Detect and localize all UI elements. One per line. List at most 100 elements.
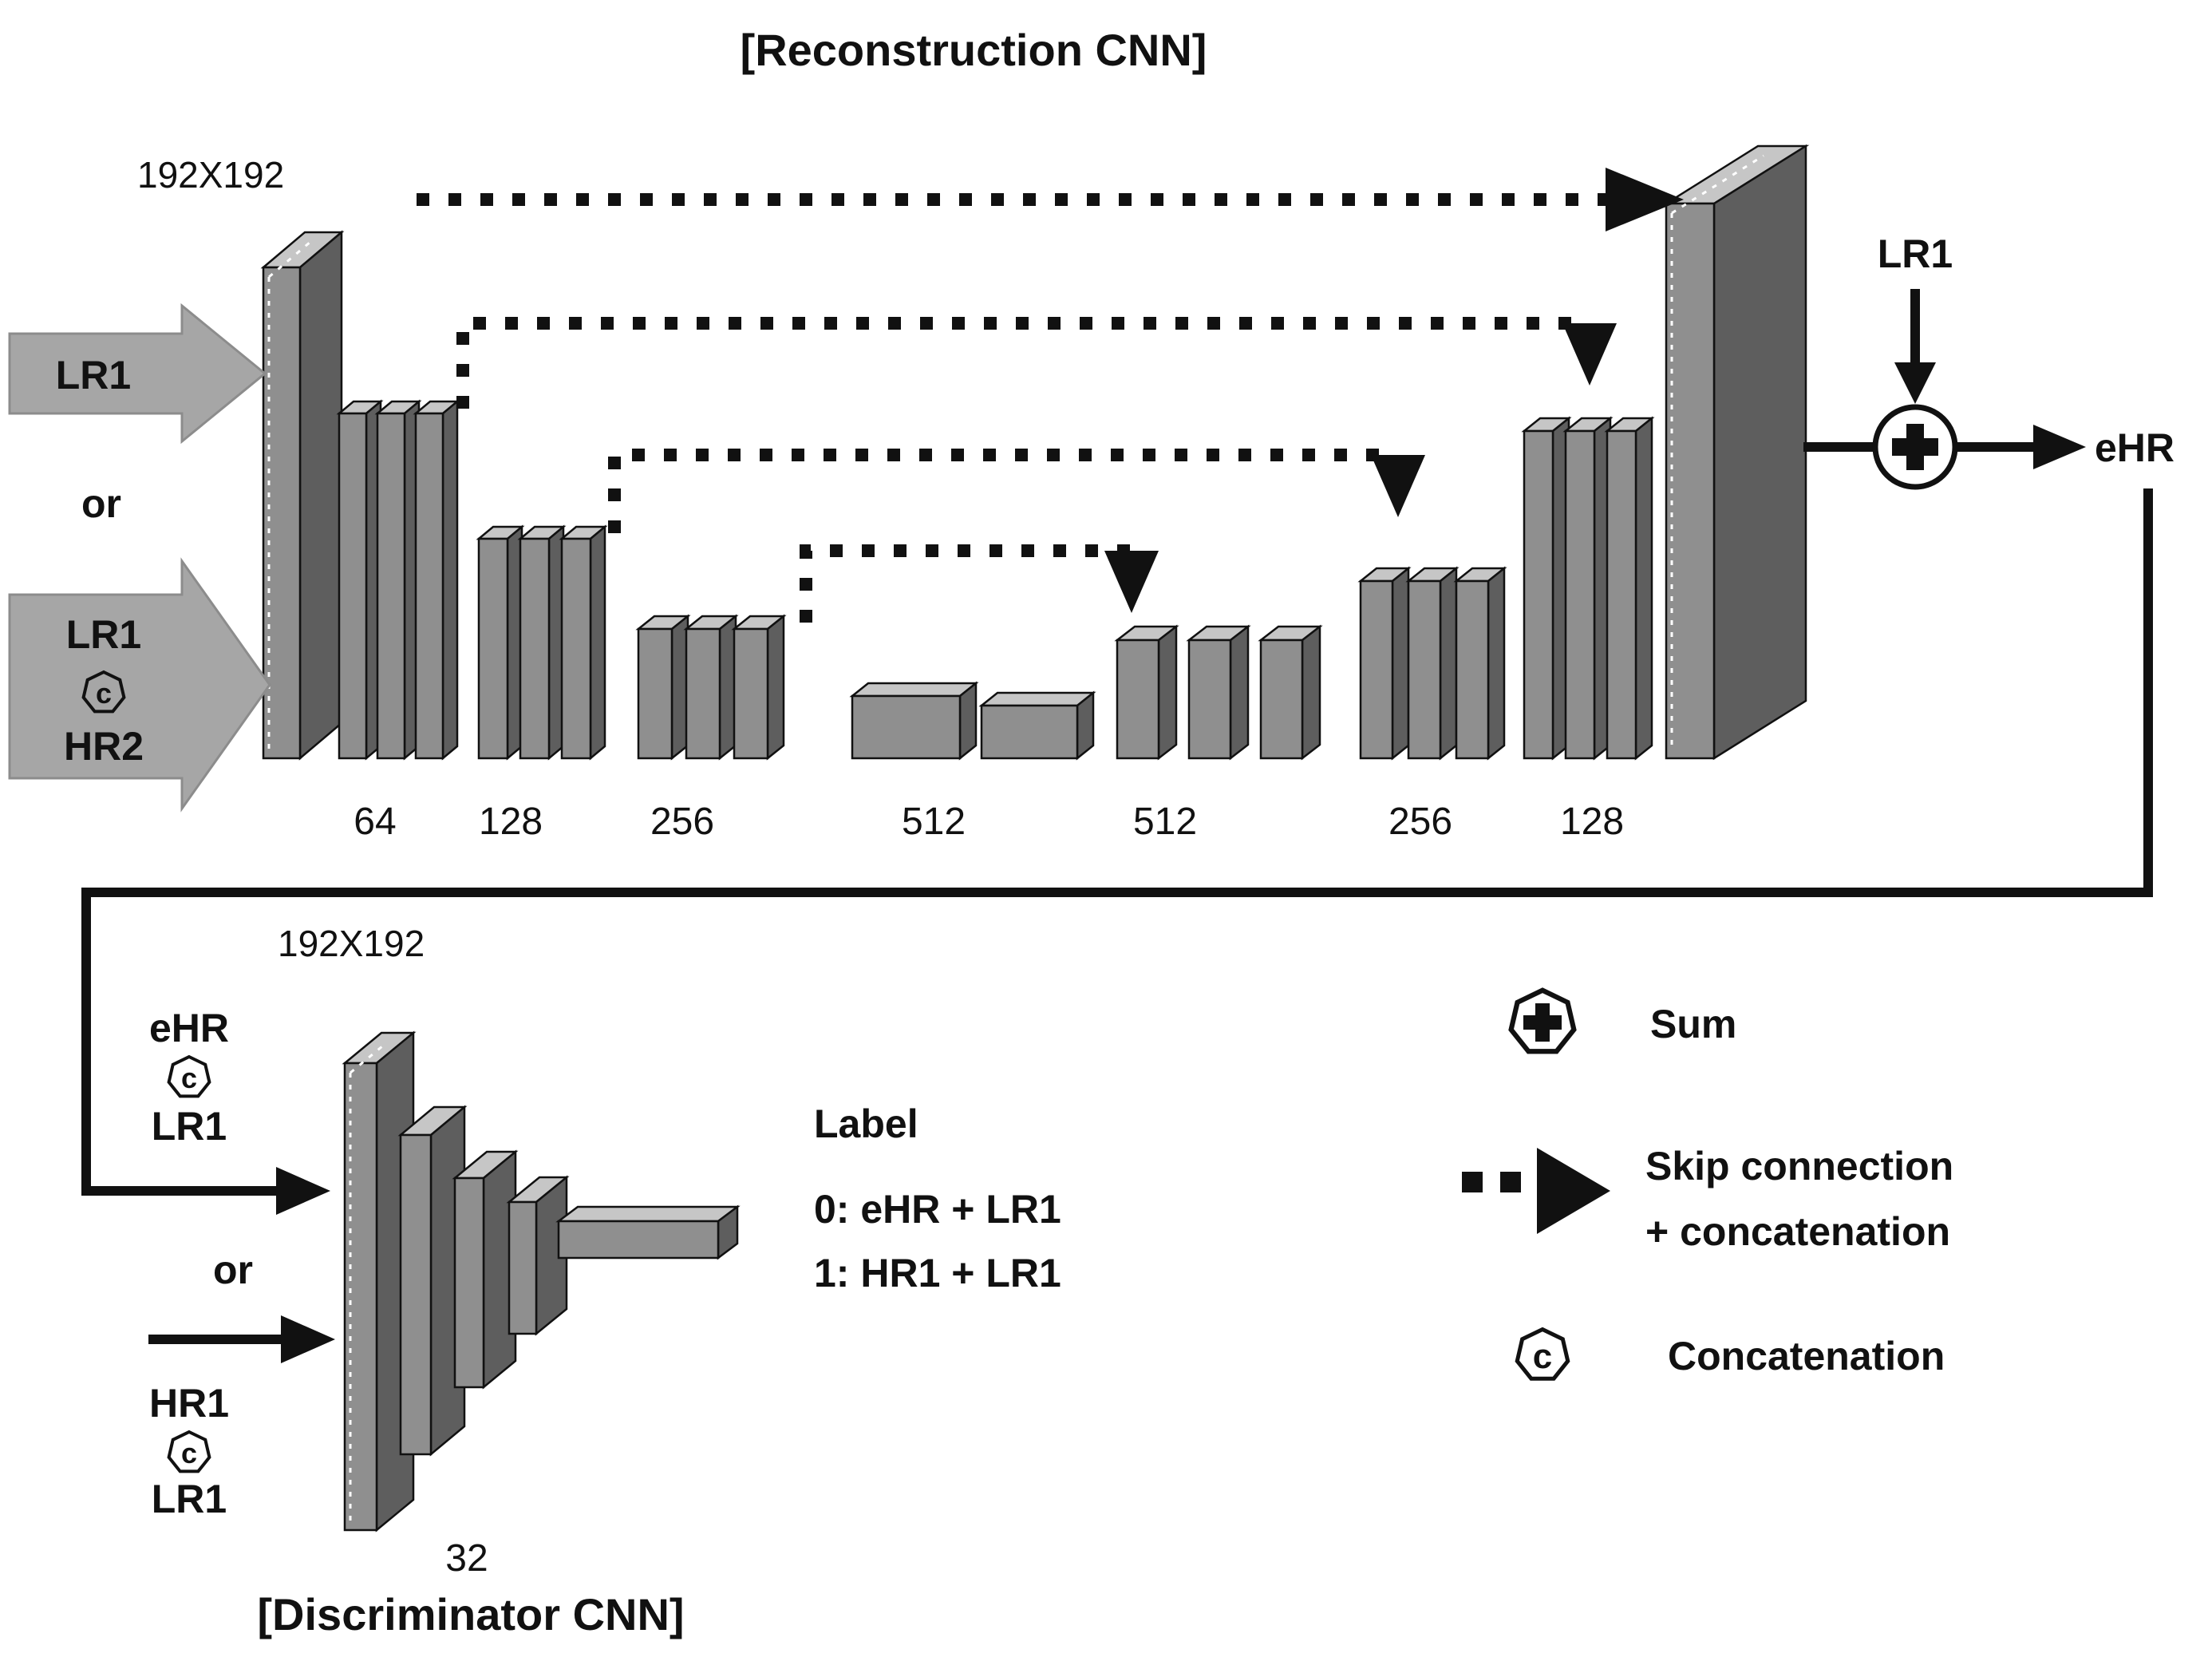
concat-symbol: c bbox=[1533, 1337, 1552, 1376]
conv-block bbox=[635, 614, 691, 761]
concat-symbol: c bbox=[181, 1062, 197, 1094]
block-front-face bbox=[338, 412, 368, 760]
conv-block bbox=[1186, 624, 1251, 761]
block-front-face bbox=[1187, 639, 1232, 760]
input-option2-line1-label: LR1 bbox=[66, 612, 141, 657]
block-hatch bbox=[350, 1041, 388, 1074]
block-front-face bbox=[685, 627, 721, 760]
skip-arrowhead-down-icon bbox=[1104, 551, 1159, 613]
block-front-face bbox=[376, 412, 406, 760]
concat-symbol: c bbox=[181, 1437, 197, 1469]
block-front-face bbox=[262, 266, 302, 760]
block-front-face bbox=[637, 627, 673, 760]
reconstruction-blocks bbox=[260, 144, 1810, 761]
disc-option2-line1-label: HR1 bbox=[149, 1381, 229, 1426]
channel-label: 128 bbox=[1560, 801, 1624, 843]
block-front-face bbox=[1564, 429, 1596, 760]
block-front-face bbox=[519, 537, 551, 760]
block-front-face bbox=[1407, 579, 1442, 760]
disc-option2-line2-label: LR1 bbox=[152, 1477, 227, 1521]
disc-option1-line2-label: LR1 bbox=[152, 1104, 227, 1149]
conv-block bbox=[1562, 416, 1614, 761]
block-front-face bbox=[1359, 579, 1394, 760]
conv-block bbox=[1604, 416, 1655, 761]
legend: Sum Skip connection + concatenation c Co… bbox=[1462, 991, 1953, 1379]
reconstruction-cnn: [Reconstruction CNN] 192X192 LR1 or LR1 … bbox=[8, 25, 2174, 843]
block-front-face bbox=[980, 704, 1079, 760]
conv-block bbox=[1453, 566, 1507, 761]
block-side-face bbox=[1076, 690, 1095, 761]
conv-block bbox=[1357, 566, 1412, 761]
block-side-face bbox=[1391, 566, 1410, 761]
conv-block bbox=[559, 524, 608, 761]
conv-block bbox=[374, 399, 422, 761]
block-side-face bbox=[1157, 624, 1178, 761]
input-option2-line2-label: HR2 bbox=[64, 724, 144, 769]
concat-symbol: c bbox=[96, 677, 112, 710]
input-arrow-lr1 bbox=[8, 303, 267, 445]
label-line-1: 1: HR1 + LR1 bbox=[814, 1251, 1061, 1295]
block-front-face bbox=[1606, 429, 1637, 760]
channel-label: 128 bbox=[479, 801, 543, 843]
conv-block bbox=[506, 1175, 570, 1336]
disc-option1-line1-label: eHR bbox=[149, 1006, 229, 1050]
block-top-face bbox=[555, 1205, 741, 1223]
block-front-face bbox=[399, 1133, 433, 1456]
conv-block bbox=[683, 614, 739, 761]
conv-block bbox=[731, 614, 787, 761]
plus-vertical-bar bbox=[1535, 1003, 1550, 1042]
skip-connection-4 bbox=[800, 544, 1130, 623]
channel-label: 512 bbox=[1133, 801, 1197, 843]
skip-connection-2 bbox=[456, 317, 1588, 409]
input-arrow-lr1-hr2 bbox=[8, 557, 271, 813]
block-side-face bbox=[958, 681, 978, 761]
right-arrowhead-icon bbox=[281, 1315, 335, 1363]
block-front-face bbox=[1665, 202, 1716, 760]
conv-block bbox=[1405, 566, 1460, 761]
block-hatch bbox=[268, 240, 311, 279]
conv-block bbox=[452, 1149, 519, 1390]
block-front-face bbox=[851, 694, 962, 760]
channel-label: 256 bbox=[1388, 801, 1452, 843]
label-heading: Label bbox=[814, 1101, 918, 1146]
block-front-face bbox=[477, 537, 509, 760]
block-front-face bbox=[414, 412, 444, 760]
conv-block bbox=[555, 1204, 741, 1260]
reconstruction-or-label: or bbox=[81, 481, 121, 526]
legend-concat-label: Concatenation bbox=[1668, 1334, 1945, 1378]
conv-block bbox=[1662, 144, 1810, 761]
conv-block bbox=[336, 399, 384, 761]
residual-input-label: LR1 bbox=[1878, 231, 1953, 276]
right-arrowhead-icon bbox=[2033, 425, 2086, 469]
block-front-face bbox=[557, 1220, 720, 1260]
conv-block bbox=[517, 524, 567, 761]
block-side-face bbox=[589, 524, 606, 761]
block-side-face bbox=[1229, 624, 1250, 761]
block-side-face bbox=[441, 399, 459, 761]
discriminator-or-label: or bbox=[213, 1248, 253, 1292]
reconstruction-input-size-label: 192X192 bbox=[137, 154, 284, 196]
plus-vertical-bar bbox=[1906, 424, 1924, 470]
channel-label: 512 bbox=[902, 801, 966, 843]
conv-block bbox=[1521, 416, 1572, 761]
output-label: eHR bbox=[2095, 425, 2174, 470]
block-front-face bbox=[1259, 639, 1304, 760]
skip-legend-dot bbox=[1462, 1172, 1483, 1192]
skip-connections bbox=[417, 168, 1684, 623]
block-front-face bbox=[560, 537, 592, 760]
conv-block bbox=[978, 690, 1096, 761]
conv-block bbox=[476, 524, 525, 761]
block-top-face bbox=[978, 691, 1096, 707]
down-arrowhead-icon bbox=[1894, 362, 1936, 404]
conv-block bbox=[1258, 624, 1323, 761]
block-front-face bbox=[733, 627, 769, 760]
input-option1-label: LR1 bbox=[56, 353, 131, 397]
block-side-face bbox=[1634, 416, 1653, 761]
block-front-face bbox=[1116, 639, 1160, 760]
block-front-face bbox=[453, 1177, 485, 1389]
skip-arrowhead-down-icon bbox=[1562, 323, 1617, 386]
conv-block bbox=[260, 230, 345, 761]
discriminator-output-labels: Label 0: eHR + LR1 1: HR1 + LR1 bbox=[814, 1101, 1061, 1295]
